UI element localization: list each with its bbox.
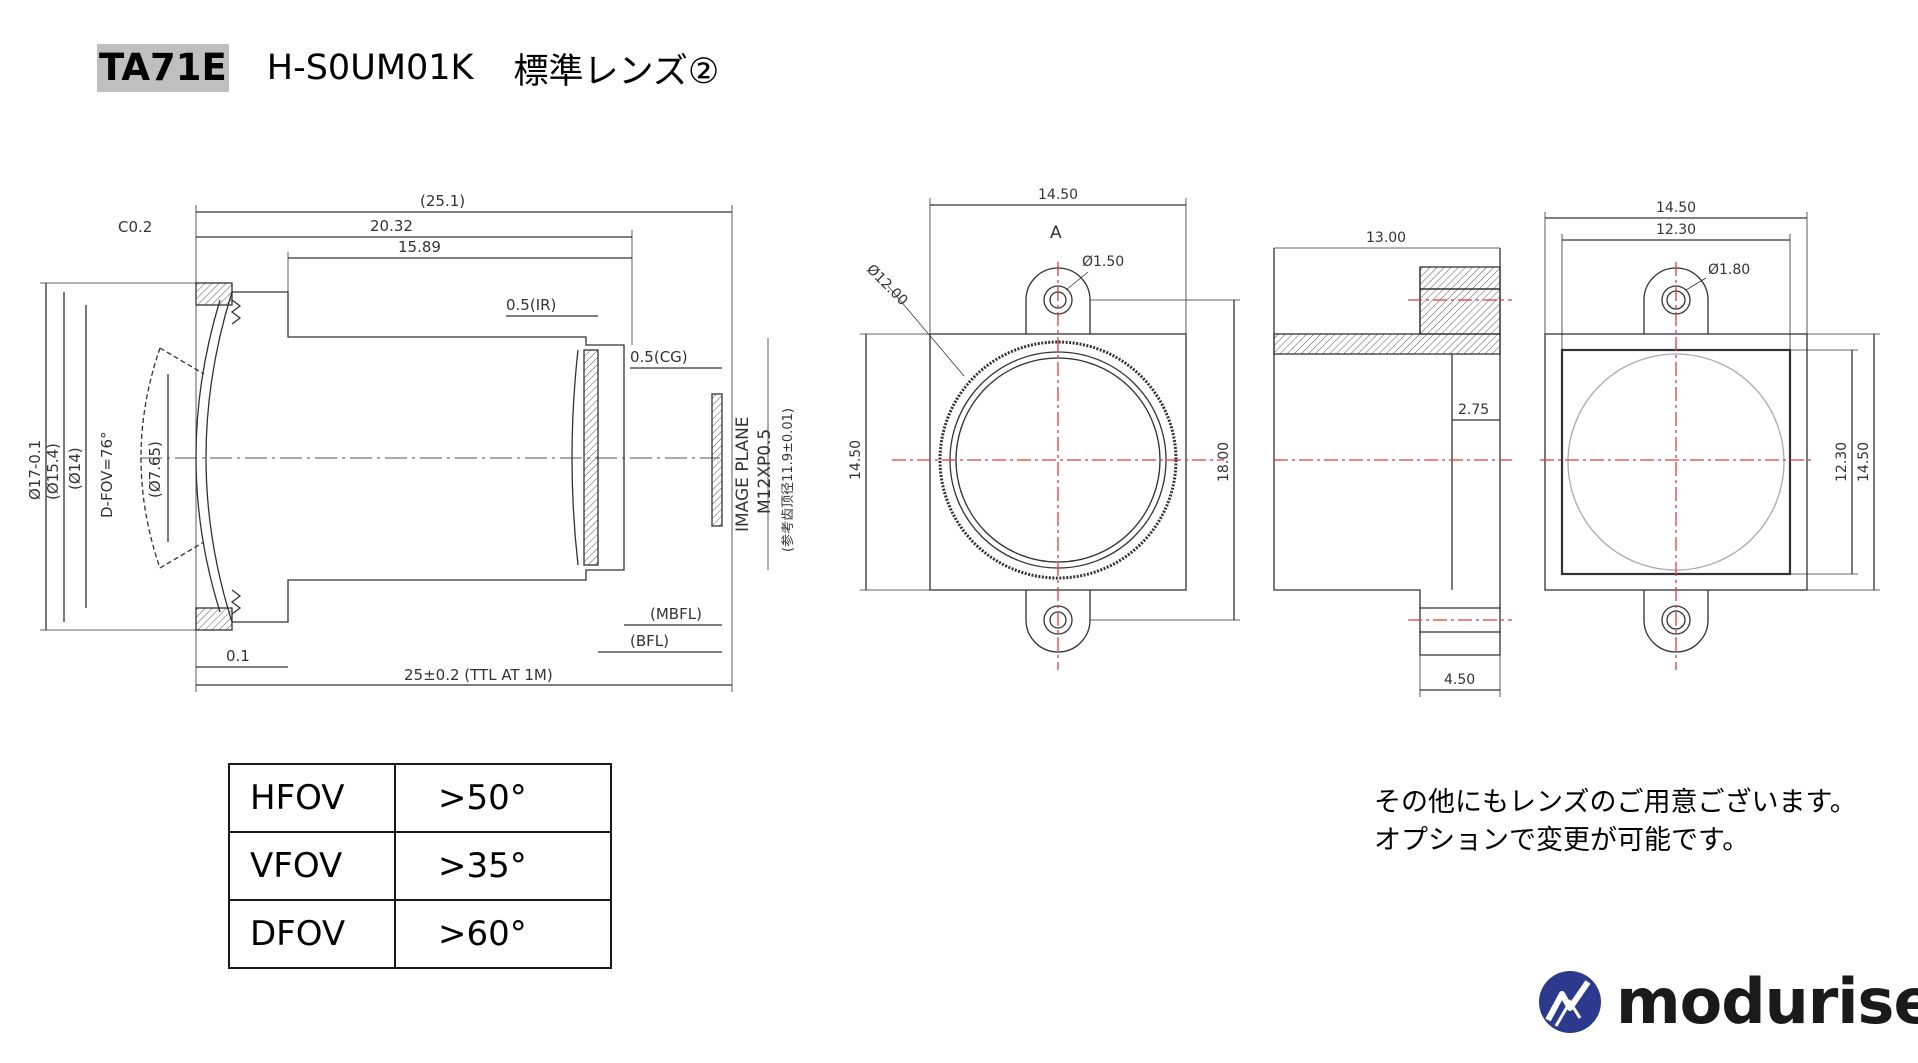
profile-thickness: 4.50 xyxy=(1444,672,1475,688)
table-row: VFOV >35° xyxy=(228,831,612,901)
front-view xyxy=(860,198,1240,653)
product-code: TA71E xyxy=(97,44,229,92)
dim-flange: 20.32 xyxy=(370,217,413,235)
datum-label: A xyxy=(1050,223,1062,243)
dim-bfl: (BFL) xyxy=(630,632,669,650)
side-view xyxy=(40,205,769,692)
dim-chamfer: C0.2 xyxy=(118,218,152,236)
dim-mbfl: (MBFL) xyxy=(650,605,702,623)
fov-value: >60° xyxy=(394,899,612,969)
rear-width: 14.50 xyxy=(1656,200,1696,216)
front-hole-diameter: Ø1.50 xyxy=(1082,254,1124,270)
front-height-left: 14.50 xyxy=(848,440,864,480)
rear-inner-height: 12.30 xyxy=(1834,442,1850,482)
profile-step: 2.75 xyxy=(1458,402,1489,418)
fov-value: >35° xyxy=(394,831,612,901)
model-number: H-S0UM01K xyxy=(266,48,474,88)
dim-diameter-765: (Ø7.65) xyxy=(146,441,164,498)
front-view-centerlines xyxy=(892,262,1224,670)
fov-value: >50° xyxy=(394,763,612,833)
table-row: HFOV >50° xyxy=(228,763,612,833)
profile-centerlines xyxy=(1274,299,1512,621)
rear-labels: 14.50 12.30 Ø1.80 12.30 14.50 xyxy=(1656,200,1872,482)
profile-view xyxy=(1273,247,1501,697)
dim-gap: 0.1 xyxy=(226,647,250,665)
fov-key: HFOV xyxy=(228,763,396,833)
front-height-right: 18.00 xyxy=(1216,442,1232,482)
dim-cover-glass: 0.5(CG) xyxy=(630,348,688,366)
thread-spec: M12XP0.5 xyxy=(755,429,775,514)
dim-outer-diameter: Ø17-0.1 xyxy=(26,440,44,500)
dim-dfov: D-FOV=76° xyxy=(98,431,116,518)
thread-reference: (参考齿顶径11.9±0.01) xyxy=(780,408,796,552)
rear-view xyxy=(1544,212,1880,653)
side-view-labels: (25.1) 20.32 15.89 C0.2 0.5(IR) 0.5(CG) … xyxy=(26,192,796,684)
fov-table: HFOV >50° VFOV >35° DFOV >60° xyxy=(228,763,612,969)
rear-hole-diameter: Ø1.80 xyxy=(1708,262,1750,278)
fov-key: VFOV xyxy=(228,831,396,901)
product-name: 標準レンズ② xyxy=(513,51,720,92)
dim-diameter-15: (Ø15.4) xyxy=(44,443,62,500)
front-lens-diameter: Ø12.00 xyxy=(863,262,910,309)
table-row: DFOV >60° xyxy=(228,899,612,969)
logo-mark-icon xyxy=(1539,970,1601,1033)
rear-inner-width: 12.30 xyxy=(1656,222,1696,238)
image-plane-label: IMAGE PLANE xyxy=(733,416,753,532)
fov-key: DFOV xyxy=(228,899,396,969)
drawing-title: TA71E H-S0UM01K 標準レンズ② xyxy=(97,44,719,92)
profile-length: 13.00 xyxy=(1366,230,1406,246)
options-note: その他にもレンズのご用意ございます。 オプションで変更が可能です。 xyxy=(1374,784,1857,860)
dim-overall: (25.1) xyxy=(420,192,465,210)
dim-diameter-14: (Ø14) xyxy=(66,447,84,490)
front-width: 14.50 xyxy=(1038,187,1078,203)
dim-barrel: 15.89 xyxy=(398,238,441,256)
company-logo: modurise xyxy=(1536,965,1918,1038)
rear-height: 14.50 xyxy=(1856,442,1872,482)
logo-text: modurise xyxy=(1616,965,1918,1038)
dim-ir-filter: 0.5(IR) xyxy=(506,296,556,314)
rear-centerlines xyxy=(1540,262,1814,670)
dim-ttl: 25±0.2 (TTL AT 1M) xyxy=(404,666,553,684)
profile-labels: 13.00 2.75 4.50 xyxy=(1366,230,1489,688)
note-line: オプションで変更が可能です。 xyxy=(1374,825,1750,856)
note-line: その他にもレンズのご用意ございます。 xyxy=(1374,787,1857,818)
